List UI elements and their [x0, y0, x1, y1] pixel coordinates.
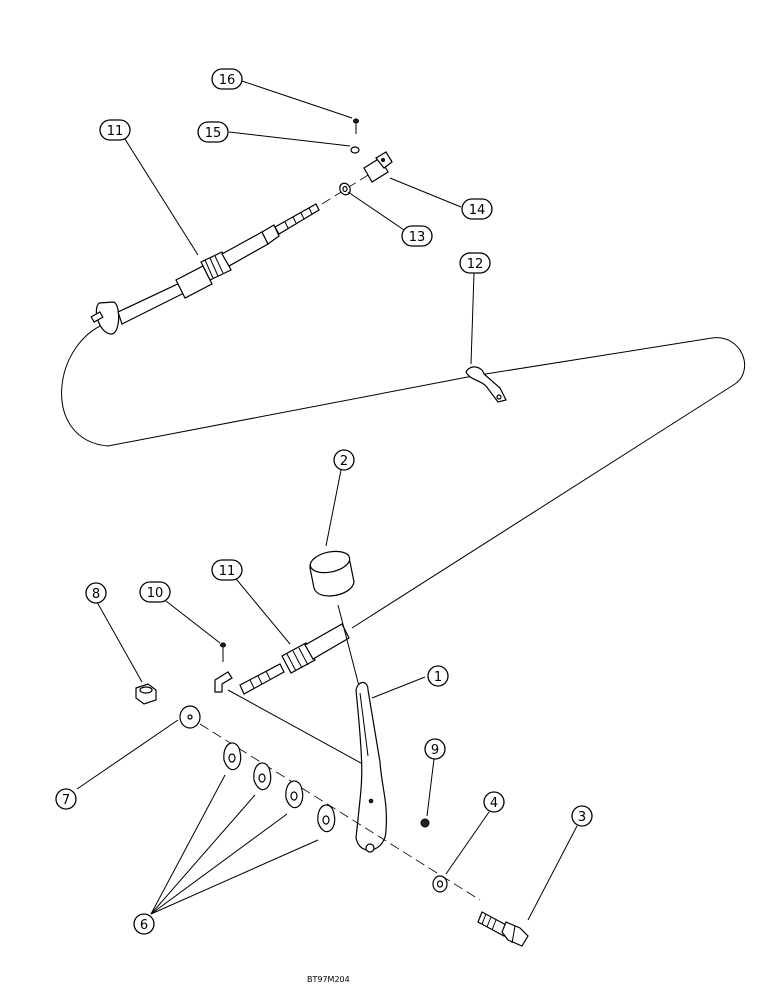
callout-8: 8: [85, 582, 107, 604]
callout-13: 13: [401, 225, 433, 247]
hex-nut: [135, 683, 157, 705]
svg-text:10: 10: [147, 586, 164, 601]
leader-lines: [76, 78, 578, 921]
callout-9: 9: [424, 738, 446, 760]
svg-text:8: 8: [92, 587, 100, 602]
callout-16: 16: [211, 68, 243, 90]
callout-3: 3: [571, 805, 593, 827]
detent-ball: [420, 818, 430, 828]
lock-nut: [350, 146, 360, 154]
callout-10: 10: [139, 581, 171, 603]
svg-text:7: 7: [62, 793, 70, 808]
callout-2: 2: [333, 449, 355, 471]
svg-text:6: 6: [140, 918, 148, 933]
hex-bolt: [477, 911, 529, 947]
lever-knob: [309, 550, 355, 597]
cotter-pin: [220, 642, 226, 662]
callout-7: 7: [55, 788, 77, 810]
figure-code: BT97M204: [307, 975, 350, 984]
svg-text:1: 1: [434, 670, 442, 685]
callout-1: 1: [427, 665, 449, 687]
svg-text:3: 3: [578, 810, 586, 825]
cable-bracket: [214, 671, 233, 693]
svg-text:15: 15: [205, 126, 222, 141]
svg-text:16: 16: [219, 73, 236, 88]
callout-11-lower: 11: [211, 559, 243, 581]
callout-15: 15: [197, 121, 229, 143]
control-lever: [355, 681, 387, 853]
cable-assembly-upper: [90, 203, 320, 335]
callout-11-upper: 11: [99, 119, 131, 141]
cable-clip: [465, 366, 507, 403]
callout-14: 14: [461, 198, 493, 220]
friction-washers: [223, 742, 336, 833]
svg-text:11: 11: [219, 564, 236, 579]
cable-assembly-lower: [239, 623, 350, 695]
svg-text:13: 13: [409, 230, 426, 245]
svg-text:9: 9: [431, 743, 439, 758]
callout-6: 6: [133, 913, 155, 935]
lock-washer: [432, 875, 448, 893]
jam-nut: [339, 182, 351, 196]
callout-4: 4: [483, 791, 505, 813]
flat-washer: [179, 705, 201, 729]
svg-text:12: 12: [467, 257, 484, 272]
control-cable-loop: [61, 321, 746, 629]
svg-text:14: 14: [469, 203, 486, 218]
callout-12: 12: [459, 252, 491, 274]
svg-text:2: 2: [340, 454, 348, 469]
svg-text:11: 11: [107, 124, 124, 139]
clevis-pin: [353, 118, 359, 134]
clevis: [363, 151, 393, 183]
svg-text:4: 4: [490, 796, 498, 811]
